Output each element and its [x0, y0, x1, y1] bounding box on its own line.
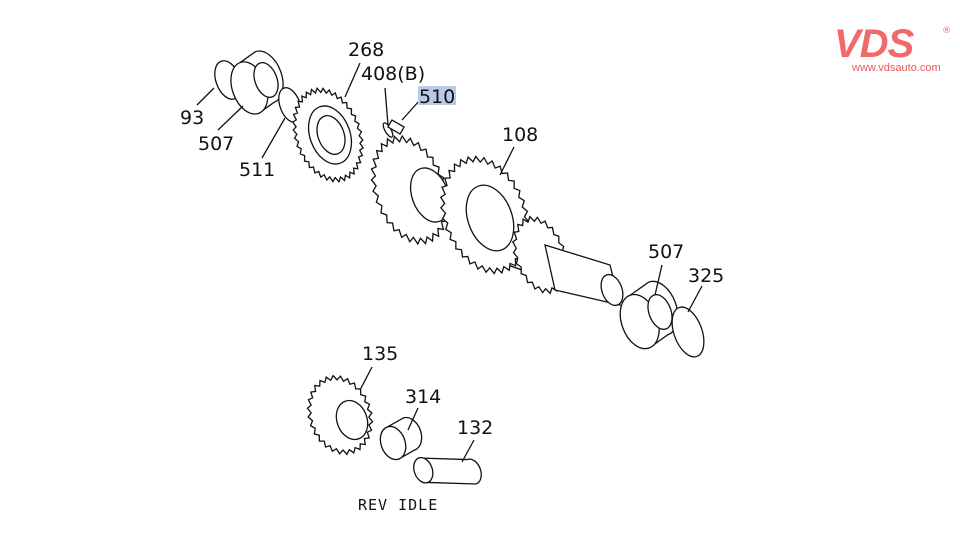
logo-url: www.vdsauto.com	[852, 62, 941, 74]
diagram-caption: REV IDLE	[358, 496, 438, 514]
bearing-314-face	[379, 425, 407, 461]
pin-510	[387, 119, 405, 135]
label-268[interactable]: 268	[348, 39, 384, 61]
parts-drawing	[214, 50, 705, 485]
highlight-510	[418, 86, 456, 105]
registered-mark: ®	[942, 26, 951, 36]
label-325[interactable]: 325	[688, 265, 724, 287]
label-108[interactable]: 108	[502, 124, 538, 146]
label-314[interactable]: 314	[405, 386, 441, 408]
label-408b[interactable]: 408(B)	[361, 63, 425, 85]
label-135[interactable]: 135	[362, 343, 398, 365]
vds-logo: VDS ® www.vdsauto.com	[834, 22, 951, 81]
label-510[interactable]: 510	[419, 86, 455, 108]
bearing-507-left-inner	[253, 62, 279, 98]
gear-268-bore	[316, 115, 346, 155]
label-132[interactable]: 132	[457, 417, 493, 439]
label-93[interactable]: 93	[180, 107, 204, 129]
gear-135-hub	[335, 399, 369, 441]
label-507-left[interactable]: 507	[198, 133, 234, 155]
label-511[interactable]: 511	[239, 159, 275, 181]
bearing-507-right-inner	[647, 294, 673, 330]
label-507-right[interactable]: 507	[648, 241, 684, 263]
gear-108-hub	[465, 184, 515, 252]
shaft-132-face	[413, 456, 434, 484]
shaft-132-body	[417, 457, 482, 485]
snap-ring-325	[671, 306, 705, 358]
leader-lines	[196, 62, 703, 463]
logo-brand: VDS	[834, 22, 914, 66]
shaft-end	[600, 273, 624, 307]
